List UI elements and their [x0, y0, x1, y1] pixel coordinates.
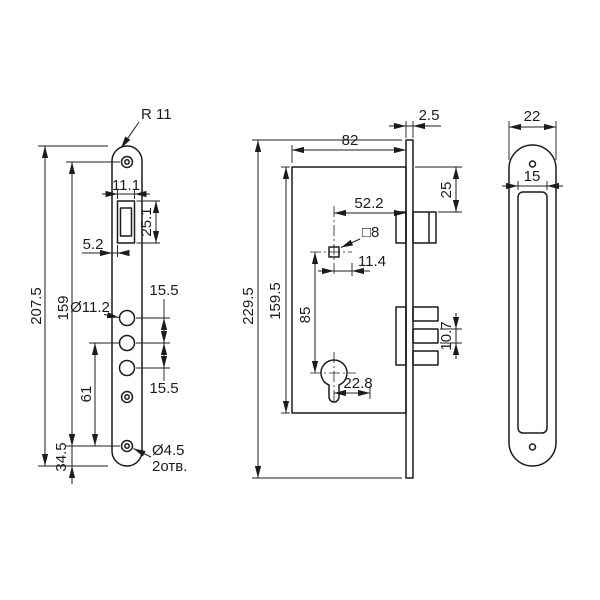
dim-latch-center: 11.4 [318, 253, 386, 276]
corner-radius-label: R 11 [141, 106, 172, 123]
dim-strike-recess-width: 15 [502, 168, 563, 190]
strike-top-hole [528, 160, 537, 168]
dim-spindle-square: □8 [340, 224, 379, 248]
body-overall-height-label: 229.5 [240, 287, 257, 325]
centers-distance-label: 85 [297, 307, 314, 324]
dim-screw-holes: Ø4.5 2отв. [133, 442, 187, 475]
bottom-offset-label: 34.5 [53, 442, 70, 471]
cylinder-offset-label: 22.8 [343, 375, 372, 392]
latch-cutout [116, 200, 136, 244]
dim-corner-radius: R 11 [120, 106, 172, 149]
dim-case-height: 159.5 [267, 166, 290, 414]
case-width-label: 82 [342, 132, 359, 149]
latch-tail [395, 211, 407, 244]
dim-cylinder-offset: 22.8 [334, 375, 373, 399]
latch-center-label: 11.4 [358, 253, 386, 270]
strike-plate-view: 22 15 [502, 108, 563, 467]
slot-offset-label: 5.2 [83, 236, 104, 253]
plate-thickness-label: 2.5 [419, 107, 440, 124]
bolt-tail [395, 306, 407, 366]
dim-spindle-offset: 52.2 [334, 195, 406, 217]
dim-case-width: 82 [291, 132, 406, 163]
dim-slot-height: 25.1 [136, 200, 160, 244]
dim-hole-diameter: Ø11.2 [70, 299, 120, 319]
pitch-lower-label: 15.5 [149, 380, 178, 397]
centers-span-label: 159 [55, 295, 72, 320]
latch-bolt [412, 211, 437, 244]
cylinder-hole [320, 359, 348, 403]
faceplate-edge [405, 139, 414, 479]
lock-body-geometry [291, 139, 439, 479]
bolt-pitch-label: 10.7 [438, 321, 455, 350]
bolt-tooth-2 [412, 328, 439, 344]
screw-count-label: 2отв. [152, 458, 187, 475]
dim-slot-offset: 5.2 [82, 236, 130, 257]
dim-centers-distance: 85 [297, 252, 319, 373]
mid-screw-hole [120, 390, 134, 404]
mid-screw-hole-center [124, 394, 130, 400]
bottom-screw-hole-center [124, 443, 130, 449]
strike-recess-width-label: 15 [524, 168, 541, 185]
fix-hole-3 [118, 359, 136, 377]
latch-bolt-face [119, 207, 133, 237]
dim-pitch-lower: 15.5 [136, 343, 179, 397]
case-height-label: 159.5 [267, 282, 284, 320]
strike-plate-recess [517, 191, 548, 434]
faceplate-view: R 11 207.5 159 61 34.5 [28, 106, 187, 484]
dim-lower-span: 61 [78, 342, 119, 446]
dim-strike-outer-width: 22 [508, 108, 557, 160]
slot-width-label: 11.1 [112, 177, 140, 194]
dim-latch-offset: 25 [415, 166, 462, 213]
slot-height-label: 25.1 [138, 207, 155, 236]
spindle-offset-label: 52.2 [354, 195, 383, 212]
top-screw-hole [120, 155, 134, 169]
dim-slot-width: 11.1 [102, 177, 150, 199]
fix-hole-1 [118, 309, 136, 327]
strike-bottom-hole [528, 443, 537, 451]
bolt-tooth-1 [412, 306, 439, 322]
pitch-upper-label: 15.5 [149, 282, 178, 299]
top-screw-hole-center [124, 159, 130, 165]
bottom-screw-hole [120, 439, 134, 453]
dim-centers-span: 159 [55, 161, 120, 447]
spindle-square-label: □8 [362, 224, 379, 241]
latch-offset-label: 25 [438, 182, 455, 199]
overall-height-label: 207.5 [28, 287, 45, 325]
screw-diameter-label: Ø4.5 [152, 442, 185, 459]
dim-bolt-pitch: 10.7 [438, 313, 462, 359]
lower-span-label: 61 [78, 386, 95, 403]
strike-plate-geometry [508, 144, 557, 467]
dim-plate-thickness: 2.5 [389, 107, 441, 138]
hole-diameter-label: Ø11.2 [70, 299, 110, 316]
dim-bottom-offset: 34.5 [53, 428, 76, 484]
lock-body-view: 2.5 82 25 52.2 □8 11.4 [240, 107, 462, 479]
strike-plate-outline [508, 144, 557, 467]
dim-body-overall-height: 229.5 [240, 139, 402, 479]
bolt-tooth-3 [412, 350, 439, 366]
fix-hole-2 [118, 334, 136, 352]
strike-outer-width-label: 22 [524, 108, 541, 125]
